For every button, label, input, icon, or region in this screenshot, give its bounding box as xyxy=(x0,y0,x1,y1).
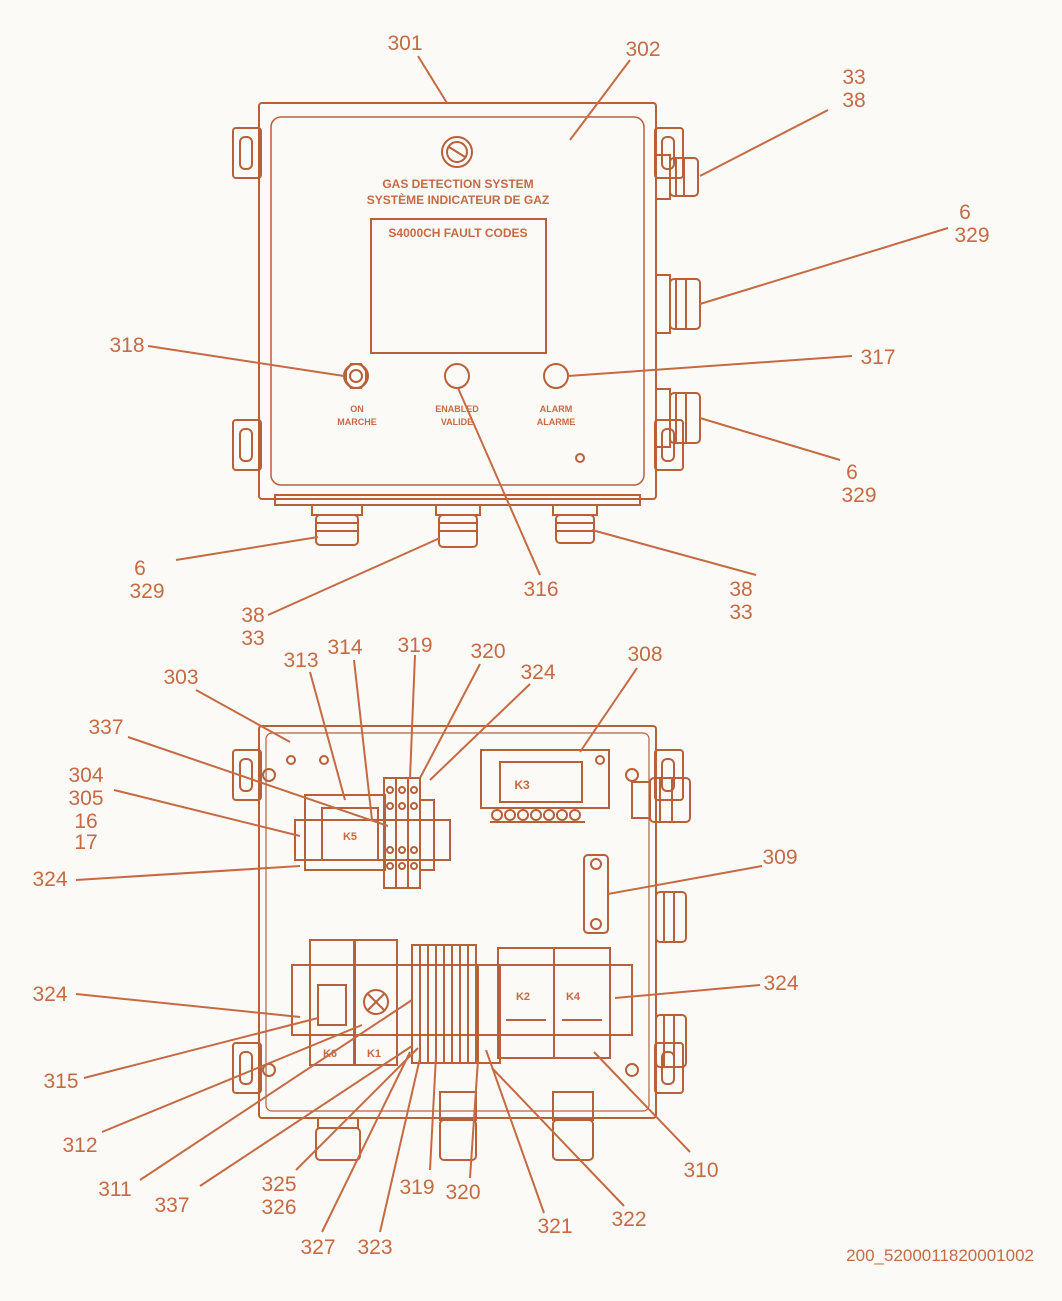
callout-6-l: 6 xyxy=(134,557,146,580)
enclosure-front-view xyxy=(232,102,701,548)
callout-6-r1: 6 xyxy=(959,201,971,224)
callout-33-r: 33 xyxy=(729,601,752,624)
callout-305: 305 xyxy=(68,787,103,810)
callout-316: 316 xyxy=(523,578,558,601)
callout-324-r: 324 xyxy=(763,972,798,995)
callout-323: 323 xyxy=(357,1236,392,1259)
callout-324-l1: 324 xyxy=(32,868,67,891)
callout-313: 313 xyxy=(283,649,318,672)
callout-327: 327 xyxy=(300,1236,335,1259)
callout-311: 311 xyxy=(98,1178,131,1201)
callout-312: 312 xyxy=(62,1134,97,1157)
callout-33-l: 33 xyxy=(241,627,264,650)
k1-label: K1 xyxy=(367,1048,381,1060)
on-label-en: ON xyxy=(350,404,364,414)
callout-329-l: 329 xyxy=(129,580,164,603)
callout-308: 308 xyxy=(627,643,662,666)
callout-329-r2: 329 xyxy=(841,484,876,507)
callout-labels: 301 302 33 38 6 329 318 317 6 329 6 329 … xyxy=(32,32,989,1259)
callout-38-l: 38 xyxy=(241,604,264,627)
callout-38-tr: 38 xyxy=(842,89,865,112)
callout-303: 303 xyxy=(163,666,198,689)
callout-326: 326 xyxy=(261,1196,296,1219)
title-fr: SYSTÈME INDICATEUR DE GAZ xyxy=(367,192,549,207)
k3-label: K3 xyxy=(514,778,530,792)
callout-17: 17 xyxy=(74,831,97,854)
callout-317: 317 xyxy=(860,346,895,369)
enabled-label-en: ENABLED xyxy=(435,404,479,414)
callout-321: 321 xyxy=(537,1215,572,1238)
fault-codes-label: S4000CH FAULT CODES xyxy=(388,226,527,240)
callout-33-tr: 33 xyxy=(842,66,865,89)
alarm-label-fr: ALARME xyxy=(537,417,576,427)
callout-309: 309 xyxy=(762,846,797,869)
callout-319-bot: 319 xyxy=(399,1176,434,1199)
callout-6-r2: 6 xyxy=(846,461,858,484)
on-label-fr: MARCHE xyxy=(337,417,377,427)
callout-322: 322 xyxy=(611,1208,646,1231)
callout-38-r: 38 xyxy=(729,578,752,601)
leader-lines xyxy=(75,55,949,1233)
alarm-label-en: ALARM xyxy=(540,404,573,414)
k4-label: K4 xyxy=(566,991,581,1003)
callout-320-bot: 320 xyxy=(445,1181,480,1204)
k5-label: K5 xyxy=(343,831,357,843)
drawing-number: 200_5200011820001002 xyxy=(846,1246,1034,1265)
callout-314: 314 xyxy=(327,636,362,659)
callout-329-r1: 329 xyxy=(954,224,989,247)
callout-319-top: 319 xyxy=(397,634,432,657)
callout-320-top: 320 xyxy=(470,640,505,663)
callout-324-top: 324 xyxy=(520,661,555,684)
callout-310: 310 xyxy=(683,1159,718,1182)
callout-324-l2: 324 xyxy=(32,983,67,1006)
callout-302: 302 xyxy=(625,38,660,61)
callout-315: 315 xyxy=(43,1070,78,1093)
callout-304: 304 xyxy=(68,764,103,787)
enclosure-interior-view xyxy=(232,725,691,1161)
callout-337-top: 337 xyxy=(88,716,123,739)
callout-337-bot: 337 xyxy=(154,1194,189,1217)
k2-label: K2 xyxy=(516,991,530,1003)
enabled-label-fr: VALIDE xyxy=(441,417,473,427)
title-en: GAS DETECTION SYSTEM xyxy=(382,177,533,191)
callout-318: 318 xyxy=(109,334,144,357)
callout-301: 301 xyxy=(387,32,422,55)
callout-16: 16 xyxy=(74,810,97,833)
callout-325: 325 xyxy=(261,1173,296,1196)
